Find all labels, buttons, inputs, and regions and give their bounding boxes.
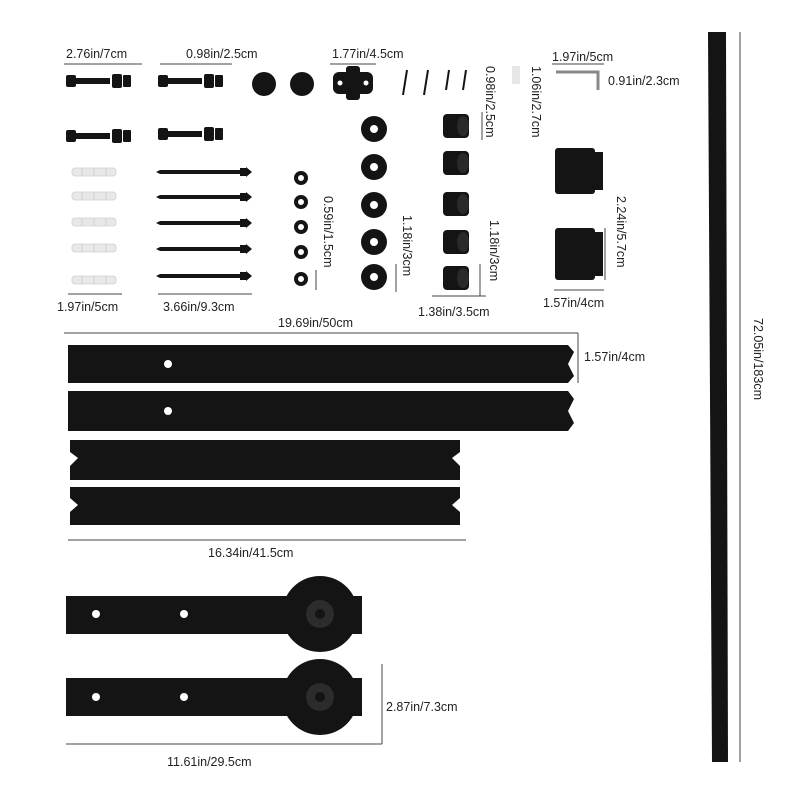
tall-bushing-label: 1.18in/3cm [487,220,501,282]
hanger-height-label: 2.87in/7.3cm [386,700,458,714]
screw-height-label: 1.06in/2.7cm [529,66,543,138]
large-washer-label: 1.18in/3cm [400,215,414,277]
long-bars [68,345,574,431]
spacer-bushings [443,114,469,290]
bolt-set [66,74,223,143]
wall-plugs [71,167,117,285]
lag-screw-length-label: 3.66in/9.3cm [163,300,235,314]
wall-plug-length-label: 1.97in/5cm [57,300,119,314]
floor-guide-width-label: 1.57in/4cm [543,296,605,310]
short-bars [70,440,460,525]
long-bar-length-label: 19.69in/50cm [278,316,354,330]
bushing-height-label: 0.98in/2.5cm [483,66,497,138]
short-bar-length-label: 16.34in/41.5cm [208,546,294,560]
wrench-length-label: 1.97in/5cm [552,50,614,64]
small-washer-label: 0.59in/1.5cm [321,196,335,268]
small-screws [402,69,467,96]
floor-guide-height-label: 2.24in/5.7cm [614,196,628,268]
allen-wrench [512,66,600,90]
dimension-lines [64,32,741,762]
round-spacers [252,72,314,96]
floor-guides [555,148,603,280]
anti-jump-block-label: 1.77in/4.5cm [332,47,404,61]
large-washers [361,116,387,290]
roller-hangers [66,576,362,735]
bolt-length-label: 2.76in/7cm [66,47,128,61]
bar-width-label: 1.57in/4cm [584,350,646,364]
track-rail [708,32,728,762]
small-washers [294,171,308,286]
hanger-length-label: 11.61in/29.5cm [167,755,252,769]
lag-screws [156,167,252,281]
bushing-width-label: 1.38in/3.5cm [418,305,490,319]
round-spacer-label: 0.98in/2.5cm [186,47,258,61]
anti-jump-block [333,66,373,100]
rail-length-label: 72.05in/183cm [751,318,765,401]
wrench-height-label: 0.91in/2.3cm [608,74,680,88]
